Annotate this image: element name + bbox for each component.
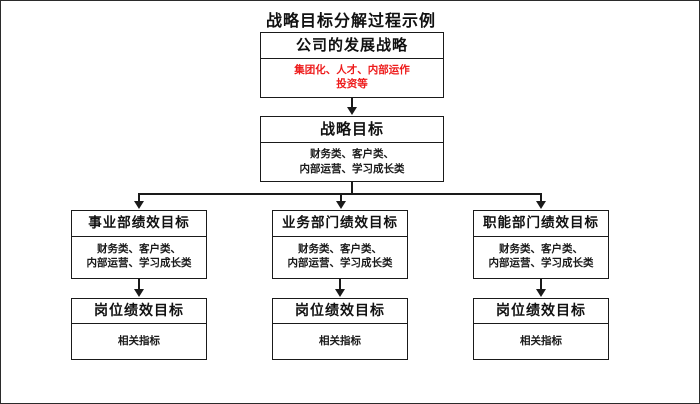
node-department-0-body: 财务类、客户类、 内部运营、学习成长类 [86,243,192,269]
node-department-0-header: 事业部绩效目标 [72,211,206,237]
connector-bus-drop-center [340,193,342,202]
page-title: 战略目标分解过程示例 [265,11,436,30]
arrowhead-dept-1 [336,201,346,209]
node-department-0[interactable]: 事业部绩效目标 财务类、客户类、 内部运营、学习成长类 [71,210,207,279]
arrowhead-dept-2 [536,201,546,209]
node-department-2-header: 职能部门绩效目标 [474,211,608,237]
node-department-2-body: 财务类、客户类、 内部运营、学习成长类 [488,243,594,269]
node-department-2[interactable]: 职能部门绩效目标 财务类、客户类、 内部运营、学习成长类 [473,210,609,279]
arrowhead-post-2 [536,289,546,297]
connector-company-to-strategy [351,98,353,108]
node-position-2-body: 相关指标 [520,335,562,347]
connector-dept-0-to-post-0 [138,279,140,290]
node-company-strategy-body: 集团化、人才、内部运作 投资等 [294,64,410,90]
connector-dept-1-to-post-1 [339,279,341,290]
node-position-1-body: 相关指标 [319,335,361,347]
node-department-1-body: 财务类、客户类、 内部运营、学习成长类 [287,243,393,269]
node-position-2-header: 岗位绩效目标 [474,299,608,324]
connector-dept-2-to-post-2 [540,279,542,290]
node-position-2[interactable]: 岗位绩效目标 相关指标 [473,298,609,360]
connector-bus-drop-right [540,193,542,202]
connector-bus-drop-left [138,193,140,202]
node-company-strategy-header: 公司的发展战略 [261,33,443,59]
node-position-0-header: 岗位绩效目标 [72,299,206,324]
connector-strategy-drop [351,182,353,195]
node-position-1[interactable]: 岗位绩效目标 相关指标 [272,298,408,360]
node-department-1-header: 业务部门绩效目标 [273,211,407,237]
arrowhead-post-0 [134,289,144,297]
node-strategic-goal-body: 财务类、客户类、 内部运营、学习成长类 [299,148,405,175]
node-department-1[interactable]: 业务部门绩效目标 财务类、客户类、 内部运营、学习成长类 [272,210,408,279]
node-position-0[interactable]: 岗位绩效目标 相关指标 [71,298,207,360]
node-strategic-goal[interactable]: 战略目标 财务类、客户类、 内部运营、学习成长类 [260,116,444,182]
arrowhead-company-to-strategy [347,107,357,115]
node-strategic-goal-header: 战略目标 [261,117,443,143]
node-company-strategy[interactable]: 公司的发展战略 集团化、人才、内部运作 投资等 [260,32,444,98]
node-position-0-body: 相关指标 [118,335,160,347]
arrowhead-post-1 [335,289,345,297]
arrowhead-dept-0 [134,201,144,209]
node-position-1-header: 岗位绩效目标 [273,299,407,324]
